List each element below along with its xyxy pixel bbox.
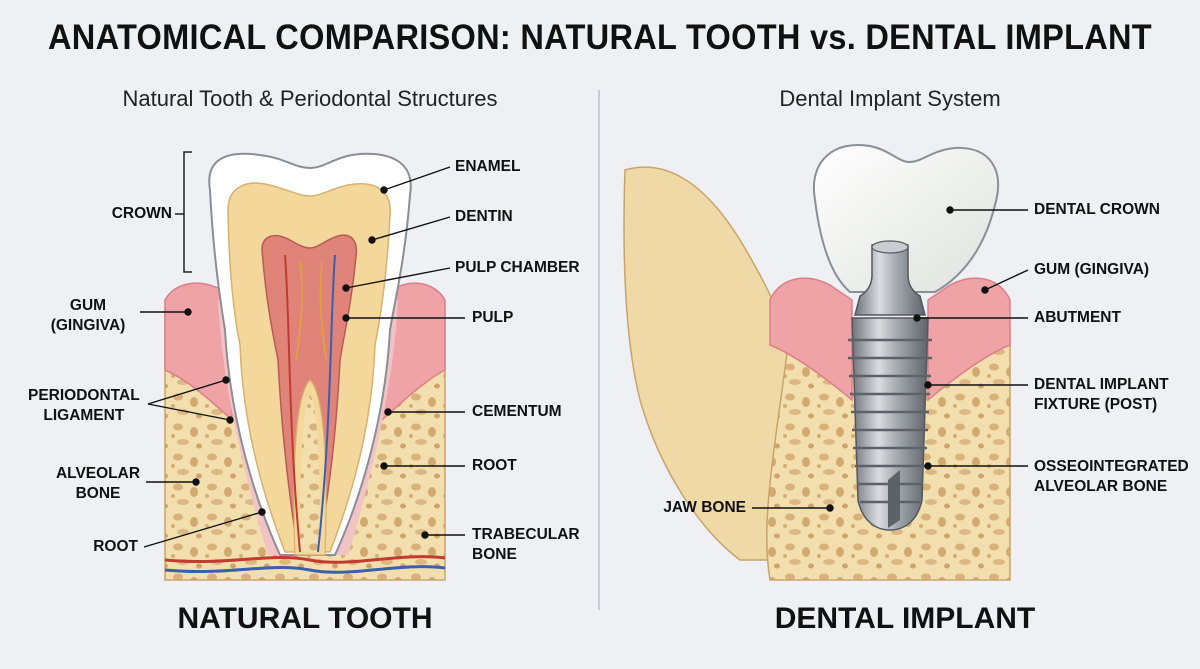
dental-implant-illustration (623, 144, 1011, 581)
label-dentin: DENTIN (455, 208, 513, 225)
implant-leader-lines (752, 206, 1029, 512)
abutment-shape (854, 244, 926, 316)
center-divider (598, 90, 600, 610)
gum-implant-left (769, 277, 853, 402)
dental-implant-caption: DENTAL IMPLANT (774, 602, 1036, 635)
jaw-bone (623, 166, 791, 561)
label-root-left: ROOT (93, 538, 138, 555)
natural-tooth-leader-lines (140, 166, 465, 548)
label-trabecular-bone: TRABECULAR BONE (472, 526, 580, 563)
natural-tooth-subtitle: Natural Tooth & Periodontal Structures (122, 86, 498, 111)
label-alveolar-bone: ALVEOLAR BONE (55, 465, 141, 502)
label-osseointegrated-bone: OSSEOINTEGRATED ALVEOLAR BONE (1034, 458, 1189, 495)
label-enamel: ENAMEL (455, 158, 521, 175)
label-gum-left: GUM (GINGIVA) (50, 297, 126, 334)
label-jaw-bone: JAW BONE (663, 499, 746, 516)
label-dental-crown: DENTAL CROWN (1034, 201, 1160, 218)
label-pulp-chamber: PULP CHAMBER (455, 259, 580, 276)
natural-tooth-illustration (164, 151, 446, 581)
page-title: ANATOMICAL COMPARISON: NATURAL TOOTH vs.… (48, 18, 1152, 57)
label-crown: CROWN (111, 205, 172, 222)
implant-subtitle: Dental Implant System (779, 86, 1001, 111)
label-pulp: PULP (472, 309, 514, 326)
gum-implant-right (927, 277, 1011, 402)
label-cementum: CEMENTUM (472, 403, 562, 420)
label-abutment: ABUTMENT (1034, 309, 1121, 326)
implant-fixture (851, 317, 929, 531)
label-gum-implant: GUM (GINGIVA) (1034, 261, 1150, 278)
dental-crown-shape (812, 144, 1000, 293)
label-root-right: ROOT (472, 457, 517, 474)
label-implant-fixture: DENTAL IMPLANT FIXTURE (POST) (1034, 376, 1169, 413)
label-periodontal-ligament: PERIODONTAL LIGAMENT (28, 387, 140, 424)
implant-threads (848, 338, 932, 504)
natural-tooth-caption: NATURAL TOOTH (177, 602, 433, 635)
